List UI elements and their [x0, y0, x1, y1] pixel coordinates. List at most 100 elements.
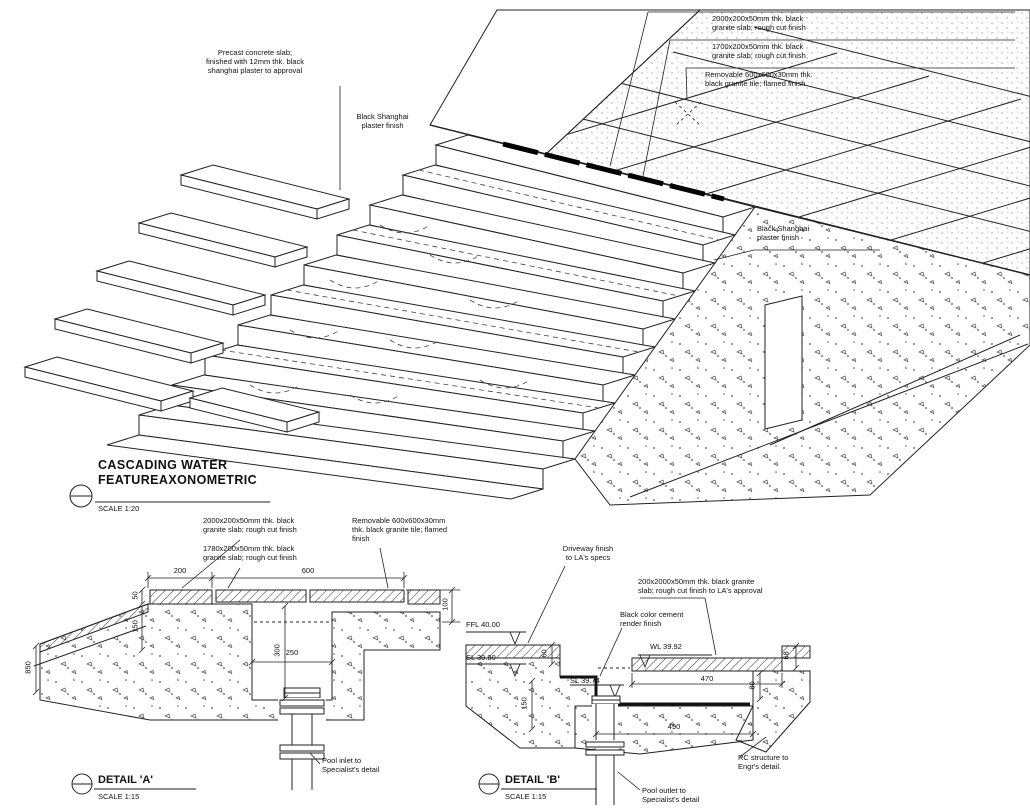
water-flow-lines: [220, 169, 720, 409]
axon-title-block: [69, 484, 270, 508]
removable-tile-section-1: [215, 589, 307, 603]
detail-b-scale: SCALE 1:15: [505, 792, 547, 801]
dim-68: 68: [781, 651, 791, 660]
annotation-line: Specialist's detail: [322, 765, 380, 774]
annotation-line: granite slab; rough cut finish: [712, 23, 806, 32]
dim-470: 470: [700, 674, 714, 683]
annotation-line: Engr's detail.: [738, 762, 782, 771]
annotation-line: Specialist's detail: [642, 795, 700, 804]
level-sl-lower: SL 39.74: [570, 676, 600, 685]
detail-b-leaders: [527, 565, 767, 791]
annotation-line: Black Shanghai: [757, 224, 810, 233]
detail-a-dimensions: [32, 572, 460, 702]
dim-60: 60: [539, 649, 549, 658]
screed-slope-band: [39, 603, 149, 653]
annotation-line: to LA's specs: [565, 553, 611, 562]
annotation-pool-inlet: Pool inlet to Specialist's detail: [322, 756, 422, 774]
dim-490: 490: [667, 722, 681, 731]
concrete-column: [764, 295, 803, 430]
precast-slab-steps: [23, 164, 351, 433]
annotation-line: finish: [352, 534, 370, 543]
detail-a-concrete-mass: [39, 603, 441, 721]
annotation-line: Black Shanghai: [356, 112, 409, 121]
annotation-line: Removable 600x600x30mm thk.: [705, 70, 813, 79]
annotation-pool-outlet: Pool outlet to Specialist's detail: [642, 786, 752, 804]
annotation-a-granite-1780: 1780x200x50mm thk. black granite slab; r…: [203, 544, 343, 562]
annotation-line: 1700x200x50mm thk. black: [712, 42, 804, 51]
dim-850: 850: [23, 661, 33, 674]
axon-leaders: [339, 11, 1015, 261]
dim-80: 80: [747, 681, 757, 690]
granite-tile-terrace-surface: [544, 9, 1030, 276]
detail-a-title: DETAIL 'A': [98, 774, 153, 786]
annotation-granite-2000: 2000x200x50mm thk. black granite slab; r…: [712, 14, 887, 32]
annotation-line: Pool outlet to: [642, 786, 686, 795]
annotation-line: Pool inlet to: [322, 756, 362, 765]
tile-grid: [546, 26, 1030, 264]
granite-weir-slab-section: [631, 657, 783, 672]
annotation-line: Removable 600x600x30mm: [352, 516, 446, 525]
dim-600: 600: [301, 566, 315, 575]
detail-b-view: [465, 565, 811, 805]
annotation-line: plaster finish: [757, 233, 800, 242]
annotation-line: finished with 12mm thk. black: [206, 57, 304, 66]
detail-b-dimensions: [528, 641, 800, 738]
detail-a-view: [32, 539, 460, 795]
dim-100: 100: [440, 598, 450, 611]
annotation-b-granite: 200x2000x50mm thk. black granite slab; r…: [638, 577, 848, 595]
dim-150-a: 150: [130, 620, 140, 633]
dim-200: 200: [173, 566, 187, 575]
level-sl-upper: SL 39.90: [466, 653, 496, 662]
detail-a-leaders: [181, 539, 389, 765]
pool-inlet-pipe: [278, 687, 326, 790]
level-wl: WL 39.92: [650, 642, 682, 651]
axonometric-view: [23, 9, 1030, 508]
annotation-line: granite slab; rough cut finish: [203, 525, 297, 534]
annotation-line: 2000x200x50mm thk. black: [203, 516, 295, 525]
detail-b-rc-structure: [735, 670, 811, 753]
annotation-line: 2000x200x50mm thk. black: [712, 14, 804, 23]
dim-150-b: 150: [519, 697, 529, 710]
axon-title-line1: CASCADING WATER: [98, 458, 228, 472]
detail-b-title-block: [478, 773, 597, 795]
annotation-render: Black color cement render finish: [620, 610, 720, 628]
granite-slab-section: [149, 589, 213, 605]
axon-scale: SCALE 1:20: [98, 504, 140, 513]
annotation-precast-slab: Precast concrete slab; finished with 12m…: [180, 48, 330, 75]
annotation-rc-structure: RC structure to Engr's detail.: [738, 753, 828, 771]
detail-a-scale: SCALE 1:15: [98, 792, 140, 801]
level-ffl: FFL 40.00: [466, 620, 500, 629]
annotation-line: plaster finish: [361, 121, 404, 130]
annotation-a-granite-2000: 2000x200x50mm thk. black granite slab; r…: [203, 516, 343, 534]
annotation-removable-tile: Removable 600x600x30mm thk. black granit…: [705, 70, 890, 88]
annotation-line: RC structure to: [738, 753, 789, 762]
dim-50: 50: [130, 591, 140, 600]
level-markers: [466, 631, 712, 699]
annotation-line: shanghai plaster to approval: [207, 66, 303, 75]
detail-b-title: DETAIL 'B': [505, 774, 560, 786]
annotation-line: render finish: [620, 619, 662, 628]
granite-edge-section: [407, 589, 441, 605]
dim-250: 250: [285, 648, 299, 657]
annotation-driveway: Driveway finish to LA's specs: [543, 544, 633, 562]
annotation-line: granite slab; rough cut finish: [712, 51, 806, 60]
axon-title-line2: FEATUREAXONOMETRIC: [98, 473, 258, 487]
annotation-plaster-right: Black Shanghai plaster finish: [757, 224, 867, 242]
annotation-line: black granite tile; flamed finish: [705, 79, 806, 88]
annotation-a-removable: Removable 600x600x30mm thk. black granit…: [352, 516, 472, 543]
annotation-granite-1700: 1700x200x50mm thk. black granite slab; r…: [712, 42, 887, 60]
annotation-line: Black color cement: [620, 610, 684, 619]
annotation-line: slab; rough cut finish to LA's approval: [638, 586, 763, 595]
annotation-line: Driveway finish: [562, 544, 614, 553]
cement-render-lining: [560, 675, 750, 706]
detail-a-title-block: [71, 773, 196, 795]
driveway-slab-section: [465, 644, 561, 659]
annotation-line: Precast concrete slab;: [217, 48, 293, 57]
annotation-line: thk. black granite tile; flamed: [352, 525, 448, 534]
granite-slab-edge-highlight: [502, 141, 725, 202]
removable-tile-section-2: [309, 589, 405, 603]
annotation-plaster-top: Black Shanghai plaster finish: [330, 112, 435, 130]
annotation-line: granite slab; rough cut finish: [203, 553, 297, 562]
